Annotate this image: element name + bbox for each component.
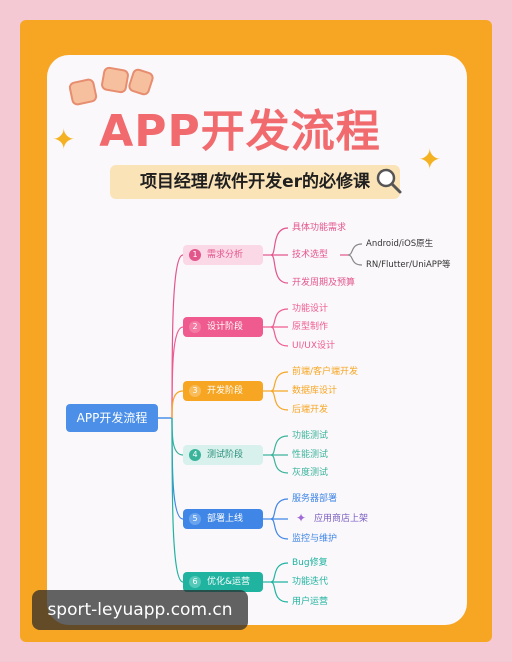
stage-node-2: 2 设计阶段 xyxy=(183,317,263,337)
stage-label: 开发阶段 xyxy=(207,386,244,396)
stage-item: Bug修复 xyxy=(292,558,328,568)
stage-number-badge: 1 xyxy=(189,249,201,261)
stage-number-badge: 2 xyxy=(189,321,201,333)
stage-label: 部署上线 xyxy=(207,514,244,524)
sparkle-icon: ✦ xyxy=(296,511,307,525)
stage-node-4: 4 测试阶段 xyxy=(183,445,263,465)
stage-node-3: 3 开发阶段 xyxy=(183,381,263,401)
sparkle-icon: ✦ xyxy=(418,143,442,176)
stage-item: 灰度测试 xyxy=(292,468,329,478)
mindmap-root: APP开发流程 xyxy=(66,404,158,432)
stage-label: 需求分析 xyxy=(207,250,244,260)
stage-item: 开发周期及预算 xyxy=(292,278,356,288)
stage-item: 功能迭代 xyxy=(292,577,329,587)
stage-node-5: 5 部署上线 xyxy=(183,509,263,529)
stage-item: 功能设计 xyxy=(292,304,329,314)
stage-number-badge: 5 xyxy=(189,513,201,525)
page-subtitle: 项目经理/软件开发er的必修课 xyxy=(110,165,400,199)
stage-item: 服务器部署 xyxy=(292,494,338,504)
content-card xyxy=(47,55,467,625)
stage-item: UI/UX设计 xyxy=(292,341,336,351)
stage-item: 监控与维护 xyxy=(292,534,338,544)
stage-item: 用户运营 xyxy=(292,597,329,607)
tech-option: Android/iOS原生 xyxy=(366,239,434,249)
stage-item: 后端开发 xyxy=(292,405,329,415)
stage-item: 应用商店上架 xyxy=(314,514,369,524)
stage-node-1: 1 需求分析 xyxy=(183,245,263,265)
stage-item: 具体功能需求 xyxy=(292,223,347,233)
stage-item: 功能测试 xyxy=(292,431,329,441)
tech-option: RN/Flutter/UniAPP等 xyxy=(366,260,451,270)
stage-item: 原型制作 xyxy=(292,322,329,332)
stage-item: 前端/客户端开发 xyxy=(292,367,359,377)
stage-label: 测试阶段 xyxy=(207,450,244,460)
sparkle-icon: ✦ xyxy=(52,123,76,156)
stage-label: 优化&运营 xyxy=(207,577,251,587)
watermark: sport-leyuapp.com.cn xyxy=(32,590,248,630)
magnifier-icon xyxy=(376,168,402,194)
stage-item: 技术选型 xyxy=(292,250,329,260)
stage-label: 设计阶段 xyxy=(207,322,244,332)
stage-number-badge: 4 xyxy=(189,449,201,461)
page-title: APP开发流程 xyxy=(99,106,381,157)
stage-number-badge: 3 xyxy=(189,385,201,397)
stage-node-6: 6 优化&运营 xyxy=(183,572,263,592)
stage-number-badge: 6 xyxy=(189,576,201,588)
stage-item: 数据库设计 xyxy=(292,386,338,396)
stage-item: 性能测试 xyxy=(292,450,329,460)
